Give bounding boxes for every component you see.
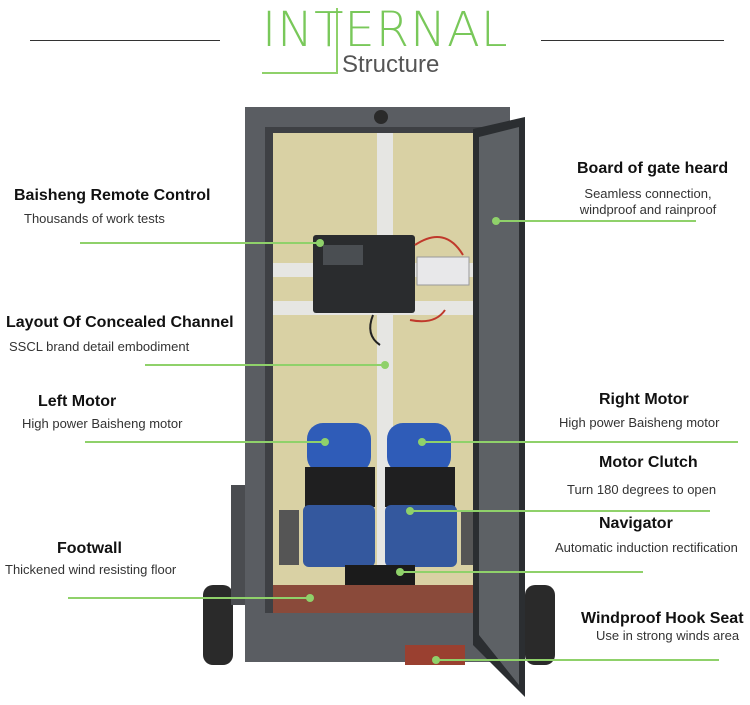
callout-line-navigator bbox=[400, 571, 643, 573]
callout-line-board bbox=[496, 220, 696, 222]
wire-red bbox=[414, 236, 464, 256]
callout-dot-right-motor bbox=[418, 438, 426, 446]
callout-desc-navigator: Automatic induction rectification bbox=[555, 540, 738, 555]
callout-line-left-motor bbox=[85, 441, 325, 443]
callout-label-board: Board of gate heard bbox=[577, 160, 729, 177]
wire-red-2 bbox=[409, 309, 446, 323]
gate-opener-illustration bbox=[203, 107, 555, 697]
left-wheel bbox=[203, 585, 233, 665]
callout-label-right-motor: Right Motor bbox=[599, 391, 689, 408]
right-motor-housing bbox=[385, 467, 455, 507]
callout-desc-remote: Thousands of work tests bbox=[24, 211, 165, 226]
control-display bbox=[323, 245, 363, 265]
left-side-panel bbox=[231, 485, 249, 605]
title-frame bbox=[262, 8, 338, 74]
callout-label-remote: Baisheng Remote Control bbox=[14, 187, 211, 204]
page-subtitle: Structure bbox=[342, 51, 440, 78]
left-chain bbox=[279, 510, 299, 565]
callout-dot-clutch bbox=[406, 507, 414, 515]
footwall-floor bbox=[273, 585, 485, 613]
callout-label-left-motor: Left Motor bbox=[38, 393, 117, 410]
callout-desc-footwall: Thickened wind resisting floor bbox=[5, 562, 177, 577]
left-gearbox bbox=[303, 505, 375, 567]
floor-edge bbox=[265, 613, 493, 627]
callout-label-footwall: Footwall bbox=[57, 540, 122, 557]
right-motor-head bbox=[387, 423, 451, 473]
callout-desc-left-motor: High power Baisheng motor bbox=[22, 416, 183, 431]
header-rule-right bbox=[541, 40, 724, 41]
callout-dot-channel bbox=[381, 361, 389, 369]
door-glass bbox=[479, 127, 519, 685]
callout-label-navigator: Navigator bbox=[599, 515, 673, 532]
callout-label-channel: Layout Of Concealed Channel bbox=[6, 314, 234, 331]
top-sensor bbox=[374, 110, 388, 124]
callout-line-right-motor bbox=[422, 441, 738, 443]
callout-line-channel bbox=[145, 364, 385, 366]
right-wheel bbox=[525, 585, 555, 665]
callout-label-clutch: Motor Clutch bbox=[599, 454, 698, 471]
page-title: INTERNAL bbox=[262, 2, 509, 58]
wire-black bbox=[369, 314, 381, 346]
receiver-module bbox=[416, 256, 470, 286]
header-rule-left bbox=[30, 40, 220, 41]
callout-desc-board: Seamless connection, windproof and rainp… bbox=[579, 186, 717, 217]
callout-desc-clutch: Turn 180 degrees to open bbox=[567, 482, 717, 497]
callout-dot-navigator bbox=[396, 568, 404, 576]
callout-dot-footwall bbox=[306, 594, 314, 602]
left-motor-head bbox=[307, 423, 371, 473]
callout-desc-channel: SSCL brand detail embodiment bbox=[9, 339, 190, 354]
left-motor-housing bbox=[305, 467, 375, 507]
callout-label-hook: Windproof Hook Seat bbox=[581, 610, 744, 627]
callout-line-footwall bbox=[68, 597, 310, 599]
callout-line-remote bbox=[80, 242, 320, 244]
callout-desc-right-motor: High power Baisheng motor bbox=[559, 415, 720, 430]
callout-line-hook bbox=[436, 659, 719, 661]
right-gearbox bbox=[385, 505, 457, 567]
callout-dot-hook bbox=[432, 656, 440, 664]
callout-dot-left-motor bbox=[321, 438, 329, 446]
callout-dot-board bbox=[492, 217, 500, 225]
callout-desc-hook: Use in strong winds area bbox=[596, 628, 740, 643]
callout-dot-remote bbox=[316, 239, 324, 247]
callout-line-clutch bbox=[410, 510, 710, 512]
